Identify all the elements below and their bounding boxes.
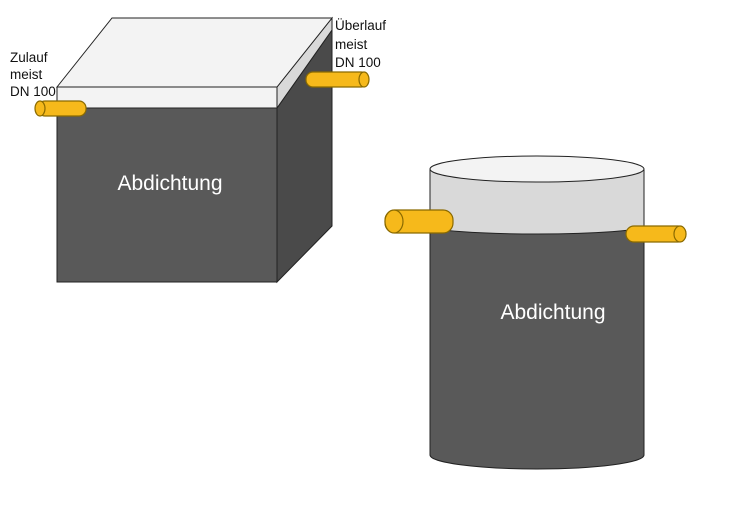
box-tank-label: Abdichtung [117,172,222,195]
inlet-label-line-3: DN 100 [10,84,56,99]
pipe-icon [34,100,87,117]
outlet-label-line-3: DN 100 [335,55,381,70]
outlet-label-line-1: Überlauf [335,18,386,33]
pipe-icon [305,71,370,88]
box-tank-front-band [56,86,278,109]
cylinder-tank-label: Abdichtung [500,301,605,324]
outlet-label-line-2: meist [335,37,368,52]
pipe-icon [384,209,454,234]
inlet-label-line-1: Zulauf [10,50,48,65]
inlet-label-line-2: meist [10,67,43,82]
pipe-icon [625,225,687,243]
box-tank-front-body [56,107,278,283]
box-tank: Abdichtung Zulauf meist DN 100 Überlauf … [10,16,386,284]
cylinder-tank-body [429,225,645,470]
cylinder-tank: Abdichtung [384,155,687,470]
cylinder-tank-rim [429,155,645,183]
